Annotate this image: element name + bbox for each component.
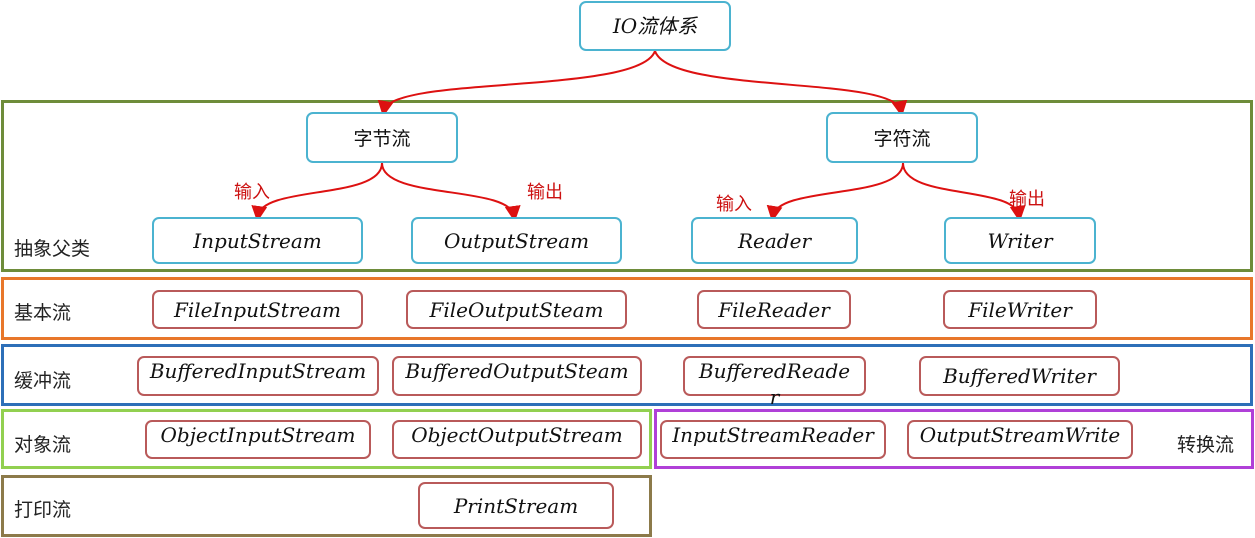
buffered-band [1, 344, 1253, 406]
arrow-char-to-reader [766, 162, 904, 222]
byte-output-label: 输出 [527, 182, 563, 203]
fileinputstream-node: FileInputStream [152, 290, 363, 329]
objectoutputstream-node: ObjectOutputStream [392, 420, 642, 459]
char-stream-node: 字符流 [826, 112, 978, 163]
convert-band [654, 409, 1254, 469]
arrow-root-to-byte [377, 50, 656, 117]
inputstreamreader-node: InputStreamReader [660, 420, 886, 459]
fileoutputsteam-node: FileOutputSteam [406, 290, 627, 329]
objectinputstream-node: ObjectInputStream [145, 420, 371, 459]
byte-stream-node: 字节流 [306, 112, 458, 163]
arrow-char-to-writer [902, 162, 1026, 222]
char-input-label: 输入 [716, 194, 752, 215]
print-row-label: 打印流 [14, 499, 72, 521]
bufferedwriter-node: BufferedWriter [919, 356, 1120, 396]
abstract-band [1, 100, 1253, 272]
convert-row-label: 转换流 [1177, 434, 1235, 456]
basic-band [1, 277, 1253, 340]
print-band [1, 475, 652, 537]
object-band [1, 409, 652, 469]
filereader-node: FileReader [697, 290, 851, 329]
abstract-row-label: 抽象父类 [14, 238, 91, 260]
basic-row-label: 基本流 [14, 302, 72, 324]
inputstream-node: InputStream [152, 217, 363, 264]
root-node: IO流体系 [579, 1, 731, 51]
bufferedreader-node: BufferedReader [683, 356, 866, 409]
bufferedinputstream-node: BufferedInputStream [137, 356, 379, 396]
byte-input-label: 输入 [234, 182, 270, 203]
printstream-node: PrintStream [418, 482, 614, 529]
arrow-root-to-char [654, 50, 908, 117]
arrow-byte-to-output [381, 162, 521, 222]
object-row-label: 对象流 [14, 434, 72, 456]
outputstream-node: OutputStream [411, 217, 622, 264]
outputstreamwrite-node: OutputStreamWrite [907, 420, 1133, 459]
filewriter-node: FileWriter [943, 290, 1097, 329]
bufferedoutputsteam-node: BufferedOutputSteam [392, 356, 642, 396]
arrow-byte-to-input [251, 162, 383, 222]
buffered-row-label: 缓冲流 [14, 370, 72, 392]
writer-node: Writer [944, 217, 1096, 264]
char-output-label: 输出 [1009, 189, 1045, 210]
reader-node: Reader [691, 217, 858, 264]
